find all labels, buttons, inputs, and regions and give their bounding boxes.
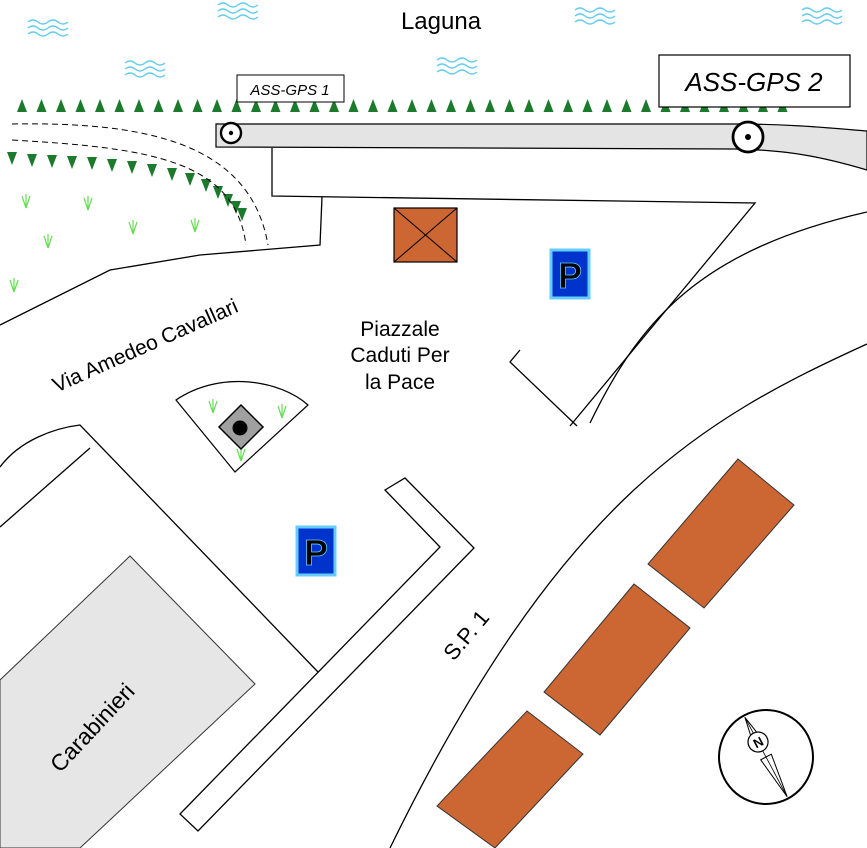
wave-icon <box>574 7 616 25</box>
tree-icon <box>107 159 117 172</box>
tree-icon <box>368 99 378 112</box>
parking-sign-north: P <box>549 248 591 300</box>
tree-icon <box>114 99 125 112</box>
tree-icon <box>192 99 203 112</box>
grass-icon <box>43 233 53 249</box>
grass-icon <box>83 195 93 211</box>
wave-icon <box>217 2 259 20</box>
grass-area <box>9 193 200 293</box>
tree-icon <box>485 99 495 112</box>
wave-icon <box>124 60 166 78</box>
tree-icon <box>127 161 137 174</box>
tree-icon <box>563 99 573 112</box>
street-label: Via Amedeo Cavallari <box>49 295 241 398</box>
tree-icon <box>621 99 632 112</box>
kiosk-building <box>393 207 458 263</box>
svg-text:P: P <box>304 532 328 573</box>
tree-icon <box>147 164 157 177</box>
road-label: S.P. 1 <box>438 605 494 665</box>
tree-icon <box>237 208 247 221</box>
grass-icon <box>9 277 19 293</box>
tree-icon <box>446 99 456 112</box>
tree-icon <box>153 99 164 112</box>
tree-icon <box>348 99 359 112</box>
svg-text:P: P <box>558 255 582 296</box>
tree-icon <box>582 99 593 112</box>
tree-icon <box>134 99 144 112</box>
tree-icon <box>223 194 233 207</box>
grass-icon <box>128 219 138 235</box>
tree-icon <box>173 99 183 112</box>
tree-icon <box>67 156 77 169</box>
tree-icon <box>95 99 105 112</box>
traffic-island <box>179 477 475 832</box>
tree-icon <box>167 168 177 181</box>
sp1-buildings <box>436 458 795 848</box>
tree-icon <box>47 155 57 168</box>
gps2-marker[interactable] <box>731 120 765 154</box>
tree-icon <box>36 99 47 112</box>
promenade-path <box>215 123 867 171</box>
tree-icon <box>407 99 417 112</box>
wave-icon <box>801 7 843 25</box>
lagoon-label: Laguna <box>401 8 482 35</box>
gps2-label-box: ASS-GPS 2 <box>658 54 851 108</box>
tree-icon <box>27 154 37 167</box>
compass-icon: N <box>718 709 814 805</box>
tree-icon <box>212 99 222 112</box>
square-label-line3: la Pace <box>365 371 435 394</box>
tree-icon <box>524 99 534 112</box>
footpath-dashed <box>11 123 269 246</box>
tree-icon <box>504 99 515 112</box>
tree-icon <box>543 99 554 112</box>
curved-tree-row <box>7 152 247 221</box>
wave-icon <box>27 19 69 37</box>
gps2-label: ASS-GPS 2 <box>683 67 823 97</box>
tree-icon <box>7 152 17 165</box>
tree-icon <box>641 99 651 112</box>
gps1-marker[interactable] <box>219 121 243 145</box>
street-outlines <box>0 148 867 848</box>
carabinieri-building <box>0 555 256 848</box>
gps1-label-box: ASS-GPS 1 <box>236 74 345 103</box>
tree-icon <box>56 99 66 112</box>
tree-icon <box>185 173 195 186</box>
tree-icon <box>87 157 97 170</box>
parking-sign-south: P <box>295 525 337 577</box>
square-label-line2: Caduti Per <box>350 344 449 367</box>
tree-icon <box>602 99 612 112</box>
monument-icon <box>217 403 265 451</box>
grass-icon <box>21 193 31 209</box>
tree-icon <box>75 99 86 112</box>
tree-icon <box>426 99 437 112</box>
grass-icon <box>190 217 200 233</box>
tree-icon <box>387 99 398 112</box>
square-label-line1: Piazzale <box>360 318 439 341</box>
tree-icon <box>465 99 476 112</box>
wave-icon <box>436 57 478 75</box>
gps1-label: ASS-GPS 1 <box>249 82 329 99</box>
tree-icon <box>17 99 27 112</box>
